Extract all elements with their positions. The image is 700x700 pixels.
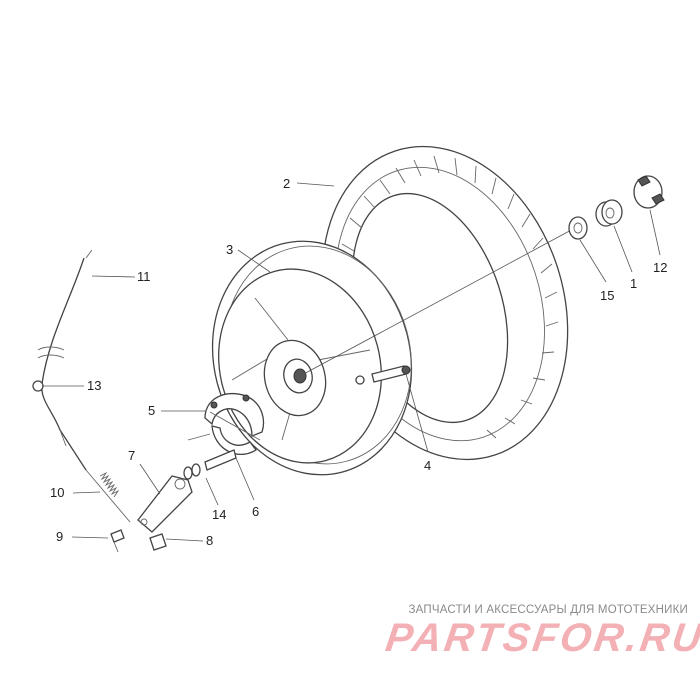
callout-4: 4 — [424, 458, 431, 473]
brake-shoes-drawing — [187, 392, 265, 455]
callout-14: 14 — [212, 507, 226, 522]
callout-13: 13 — [87, 378, 101, 393]
watermark-logo: PARTSFOR.RU — [382, 616, 700, 660]
callout-15: 15 — [600, 288, 614, 303]
callout-7: 7 — [128, 448, 135, 463]
brake-cable-drawing — [32, 249, 131, 523]
callout-1: 1 — [630, 276, 637, 291]
callout-2: 2 — [283, 176, 290, 191]
hub-parts-drawing — [568, 175, 665, 240]
callout-8: 8 — [206, 533, 213, 548]
callout-11: 11 — [137, 269, 151, 284]
callout-9: 9 — [56, 529, 63, 544]
callout-10: 10 — [50, 485, 64, 500]
callout-5: 5 — [148, 403, 155, 418]
watermark-tagline: ЗАПЧАСТИ И АКСЕССУАРЫ ДЛЯ МОТОТЕХНИКИ — [408, 604, 688, 616]
brake-lever-drawing — [110, 449, 237, 553]
callout-labels: 2 3 4 5 6 7 8 9 10 11 12 13 14 15 1 — [50, 176, 667, 548]
callout-3: 3 — [226, 242, 233, 257]
callout-6: 6 — [252, 504, 259, 519]
callout-12: 12 — [653, 260, 667, 275]
leader-lines — [42, 182, 661, 542]
